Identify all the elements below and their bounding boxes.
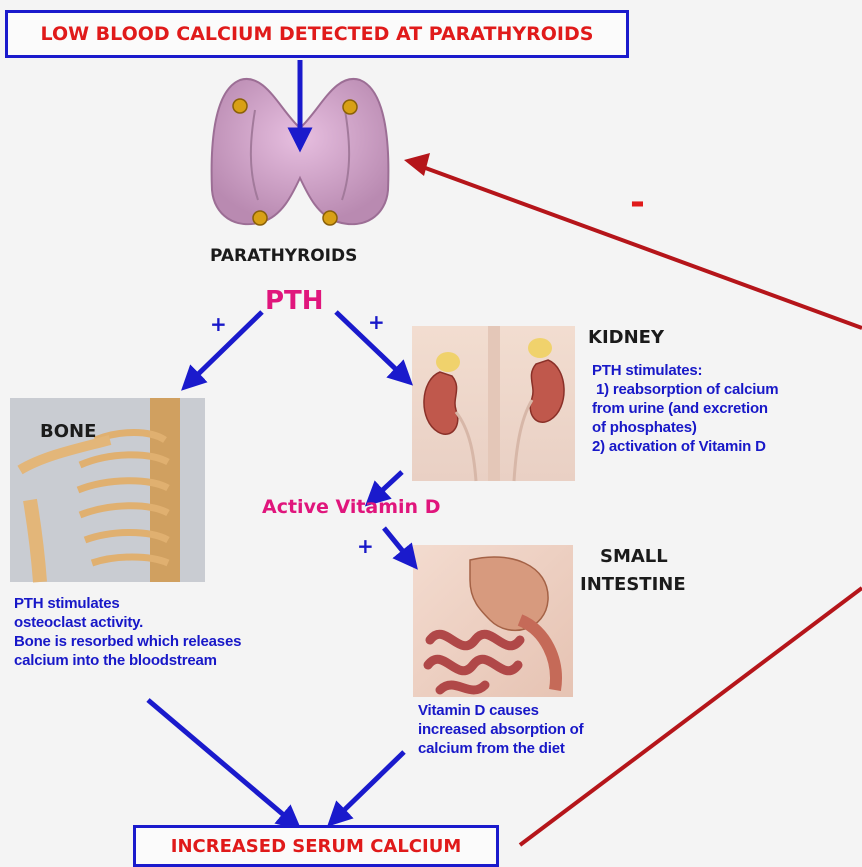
pth-label: PTH <box>265 286 324 316</box>
bone-text-line: PTH stimulates <box>14 594 241 613</box>
kidney-label: KIDNEY <box>588 326 664 350</box>
intestine-text-line: Vitamin D causes <box>418 701 583 720</box>
bone-description: PTH stimulates osteoclast activity. Bone… <box>14 594 241 670</box>
intestine-description: Vitamin D causes increased absorption of… <box>418 701 583 758</box>
intestine-label: SMALL INTESTINE <box>580 545 686 598</box>
plus-sign-intestine: + <box>357 534 374 558</box>
title-box: LOW BLOOD CALCIUM DETECTED AT PARATHYROI… <box>5 10 629 58</box>
kidney-illustration <box>412 326 575 481</box>
intestine-text-line: increased absorption of <box>418 720 583 739</box>
parathyroids-label: PARATHYROIDS <box>210 245 357 268</box>
plus-sign-kidney: + <box>368 310 385 334</box>
intestine-label-line2: INTESTINE <box>580 573 686 597</box>
kidney-text-line: of phosphates) <box>592 418 778 437</box>
bone-text-line: Bone is resorbed which releases <box>14 632 241 651</box>
kidney-text-line: 1) reabsorption of calcium <box>592 380 778 399</box>
active-vitamin-d-label: Active Vitamin D <box>262 496 440 518</box>
minus-sign: - <box>630 182 645 223</box>
kidney-description: PTH stimulates: 1) reabsorption of calci… <box>592 361 778 456</box>
intestine-text-line: calcium from the diet <box>418 739 583 758</box>
plus-sign-bone: + <box>210 312 227 336</box>
intestine-label-line1: SMALL <box>580 545 686 569</box>
kidney-text-line: 2) activation of Vitamin D <box>592 437 778 456</box>
result-text: INCREASED SERUM CALCIUM <box>171 836 462 857</box>
result-box: INCREASED SERUM CALCIUM <box>133 825 499 867</box>
bone-text-line: osteoclast activity. <box>14 613 241 632</box>
bone-label: BONE <box>40 420 96 444</box>
kidney-text-line: from urine (and excretion <box>592 399 778 418</box>
title-text: LOW BLOOD CALCIUM DETECTED AT PARATHYROI… <box>41 23 594 45</box>
bone-text-line: calcium into the bloodstream <box>14 651 241 670</box>
kidney-text-line: PTH stimulates: <box>592 361 778 380</box>
intestine-illustration <box>413 545 573 697</box>
